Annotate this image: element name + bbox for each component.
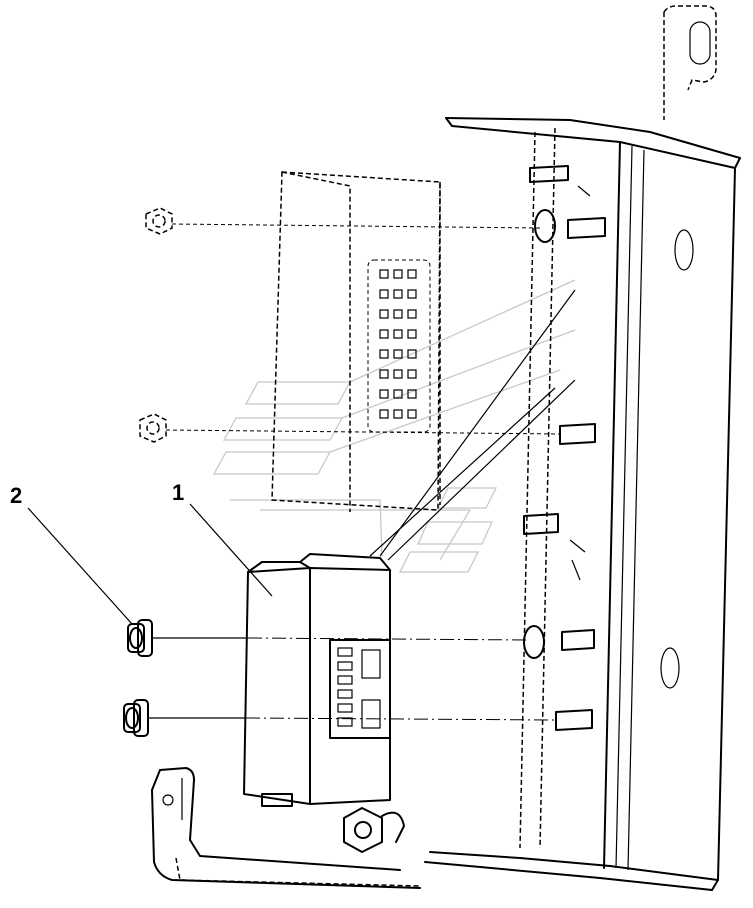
connector-pins: [337, 647, 381, 729]
hidden-module-outline: [271, 171, 441, 512]
watermark-logo: [212, 279, 576, 573]
flange-nut-upper: [127, 619, 153, 657]
mounting-bracket: [151, 5, 741, 891]
assembly-line-upper: [247, 637, 531, 641]
hidden-nuts: [139, 207, 173, 443]
alignment-line-top: [171, 223, 541, 229]
control-module: [243, 553, 405, 853]
callout-2-label: 2: [10, 483, 22, 508]
callout-1-label: 1: [172, 480, 184, 505]
leader-lines: [369, 289, 576, 561]
hidden-connector-pins: [379, 269, 417, 419]
bracket-studs: [523, 165, 606, 731]
callout-1-leader: [189, 503, 273, 597]
callout-2-leader: [27, 507, 133, 625]
alignment-line-upper: [165, 429, 561, 435]
flange-nut-lower: [123, 699, 149, 737]
assembly-line-lower: [245, 717, 557, 721]
